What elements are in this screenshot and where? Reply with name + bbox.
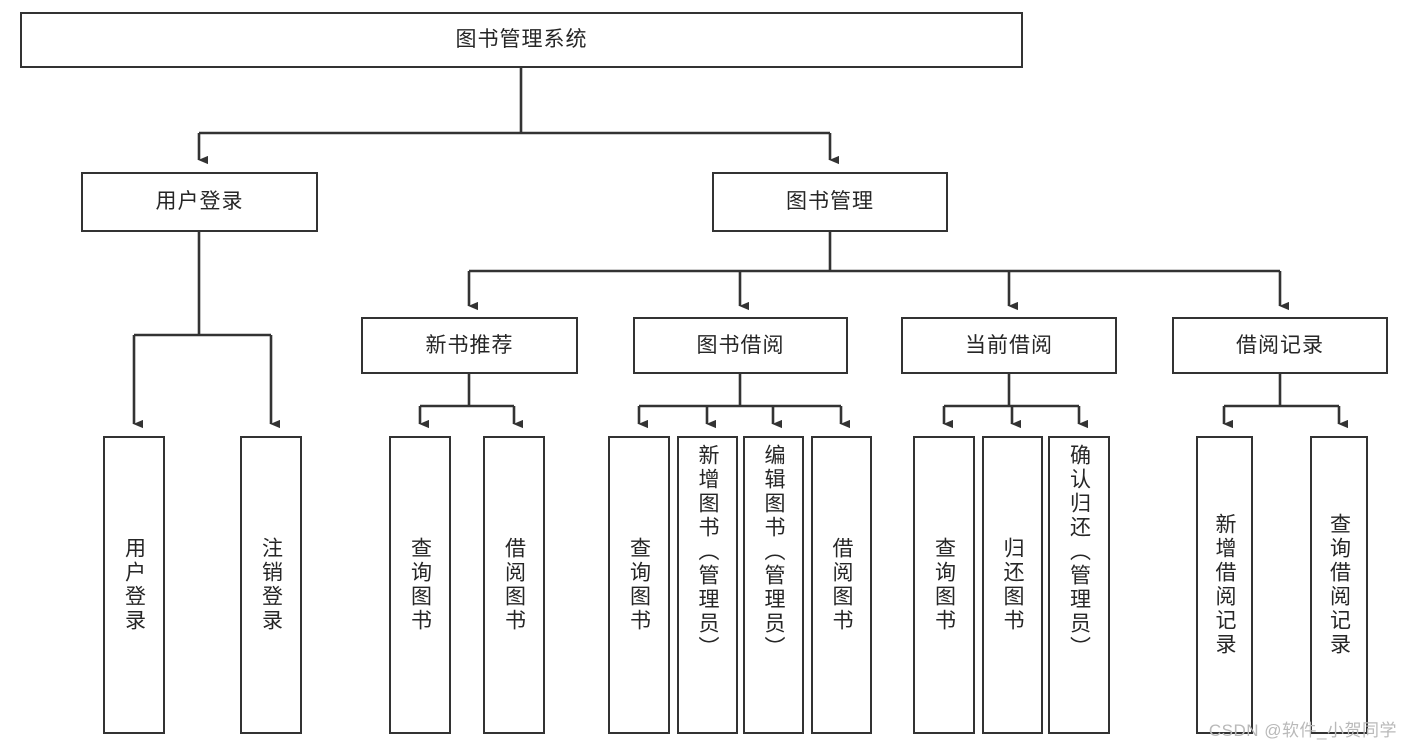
node-label: 新增借阅记录 bbox=[1213, 513, 1236, 657]
node-label: 图书管理 bbox=[786, 190, 874, 214]
node-label: 借阅图书 bbox=[830, 537, 853, 633]
node-label: 图书借阅 bbox=[696, 333, 785, 357]
node-current-borrowing[interactable]: 当前借阅 bbox=[901, 317, 1117, 374]
node-label: 新增图书（管理员） bbox=[696, 444, 719, 660]
node-root-book-management-system[interactable]: 图书管理系统 bbox=[20, 12, 1023, 68]
leaf-query-book-current[interactable]: 查询图书 bbox=[913, 436, 975, 734]
node-label: 图书管理系统 bbox=[455, 28, 588, 52]
leaf-borrow-book-recommend[interactable]: 借阅图书 bbox=[483, 436, 545, 734]
node-label: 注销登录 bbox=[259, 537, 283, 633]
node-book-management[interactable]: 图书管理 bbox=[712, 172, 948, 232]
node-label: 新书推荐 bbox=[425, 333, 514, 357]
node-label: 借阅图书 bbox=[502, 537, 526, 633]
leaf-add-book-admin[interactable]: 新增图书（管理员） bbox=[677, 436, 738, 734]
node-user-login[interactable]: 用户登录 bbox=[81, 172, 318, 232]
node-label: 查询图书 bbox=[627, 537, 651, 633]
node-label: 归还图书 bbox=[1001, 537, 1024, 633]
leaf-confirm-return-admin[interactable]: 确认归还（管理员） bbox=[1048, 436, 1110, 734]
node-label: 用户登录 bbox=[122, 537, 146, 633]
leaf-add-borrow-record[interactable]: 新增借阅记录 bbox=[1196, 436, 1253, 734]
node-label: 查询图书 bbox=[408, 537, 432, 633]
node-borrow-records[interactable]: 借阅记录 bbox=[1172, 317, 1388, 374]
node-label: 查询图书 bbox=[932, 537, 956, 633]
node-label: 当前借阅 bbox=[965, 333, 1053, 357]
node-label: 查询借阅记录 bbox=[1327, 513, 1351, 657]
leaf-borrow-book[interactable]: 借阅图书 bbox=[811, 436, 872, 734]
node-new-book-recommendation[interactable]: 新书推荐 bbox=[361, 317, 578, 374]
leaf-return-book[interactable]: 归还图书 bbox=[982, 436, 1043, 734]
node-book-borrowing[interactable]: 图书借阅 bbox=[633, 317, 848, 374]
node-label: 确认归还（管理员） bbox=[1067, 444, 1091, 660]
node-label: 借阅记录 bbox=[1236, 333, 1324, 357]
leaf-edit-book-admin[interactable]: 编辑图书（管理员） bbox=[743, 436, 804, 734]
leaf-query-book-recommend[interactable]: 查询图书 bbox=[389, 436, 451, 734]
csdn-watermark: CSDN @软件_小贺同学 bbox=[1208, 721, 1397, 740]
leaf-query-borrow-record[interactable]: 查询借阅记录 bbox=[1310, 436, 1368, 734]
node-label: 用户登录 bbox=[155, 190, 244, 214]
leaf-query-book-borrow[interactable]: 查询图书 bbox=[608, 436, 670, 734]
node-label: 编辑图书（管理员） bbox=[762, 444, 785, 660]
leaf-user-login[interactable]: 用户登录 bbox=[103, 436, 165, 734]
leaf-logout[interactable]: 注销登录 bbox=[240, 436, 302, 734]
